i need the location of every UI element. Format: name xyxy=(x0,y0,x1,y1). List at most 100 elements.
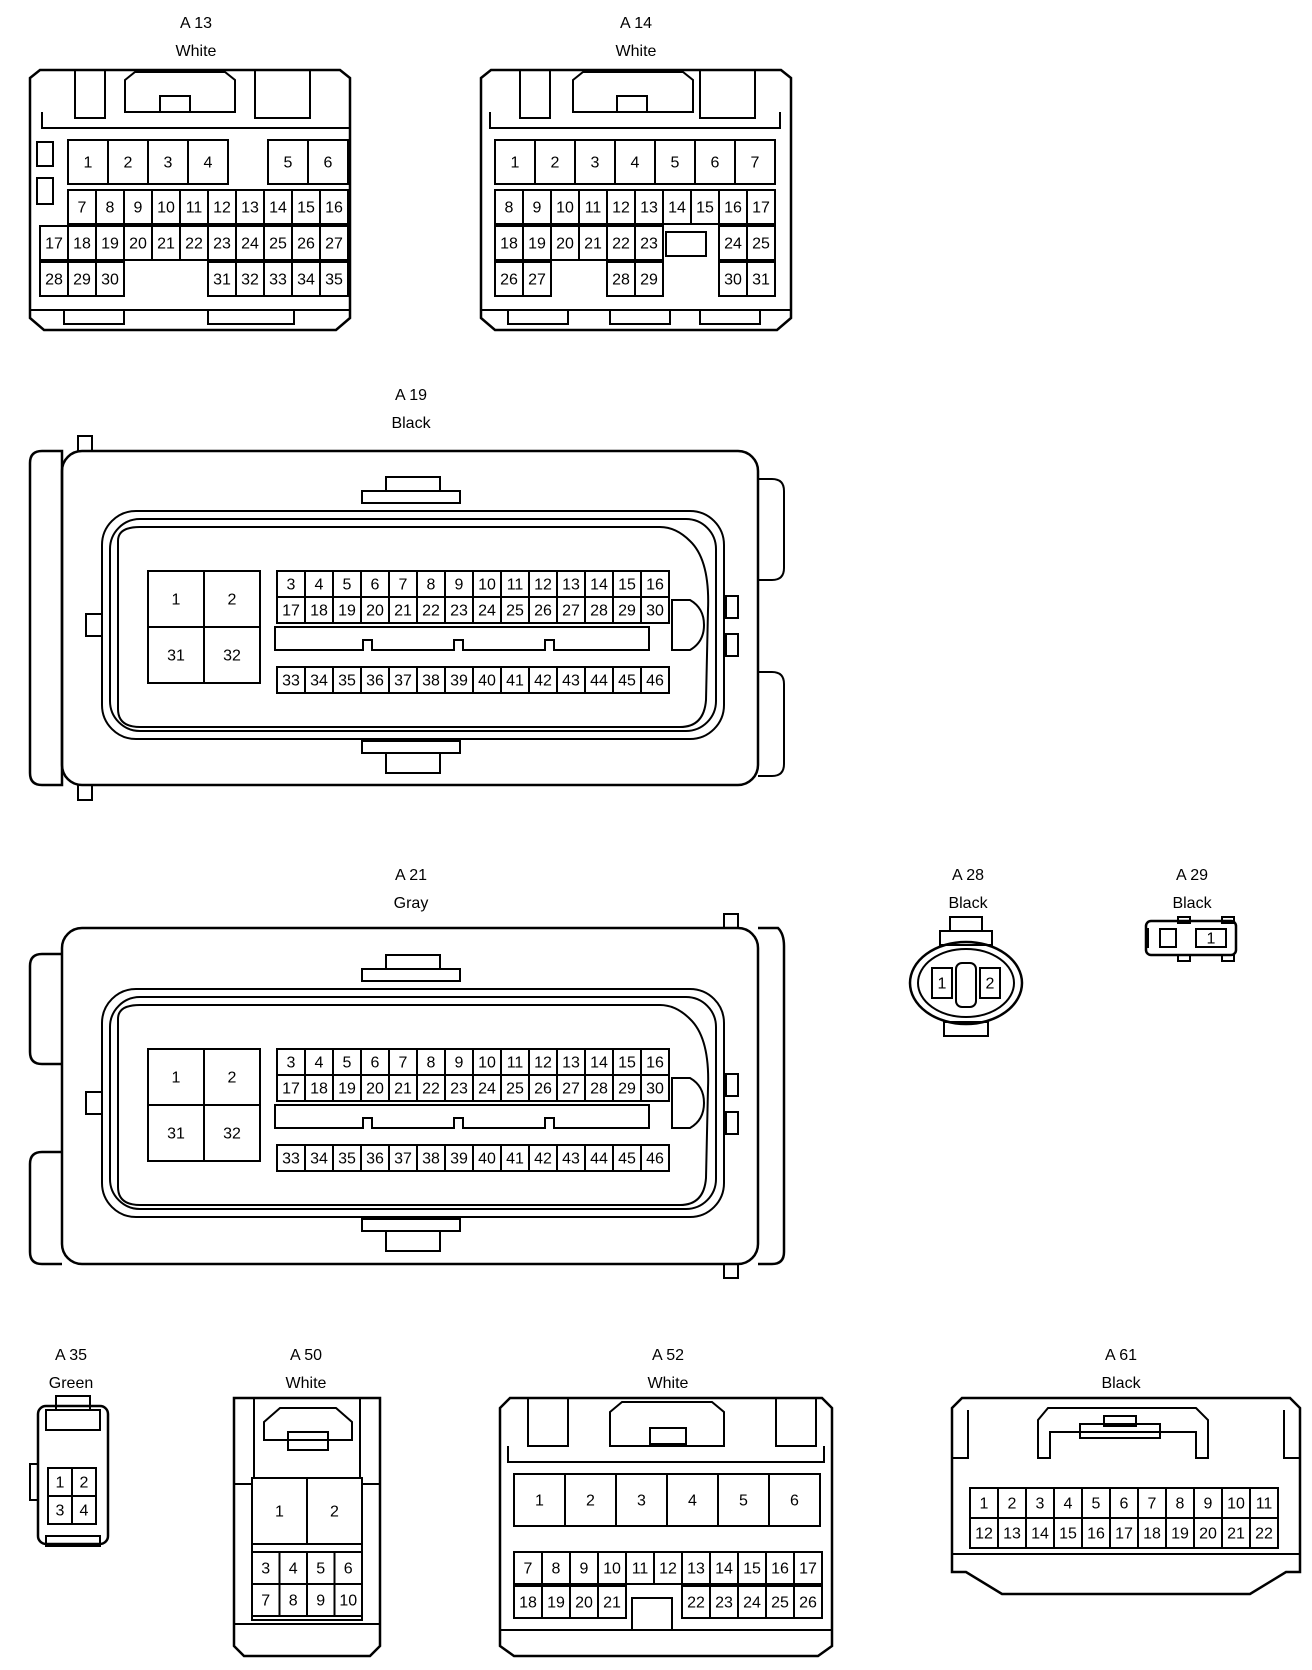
svg-text:5: 5 xyxy=(316,1561,325,1578)
a19-pin-10: 10 xyxy=(472,570,502,598)
svg-text:43: 43 xyxy=(562,673,580,690)
svg-text:21: 21 xyxy=(584,236,602,253)
a21-pin-37: 37 xyxy=(388,1144,418,1172)
svg-text:9: 9 xyxy=(455,1055,464,1072)
svg-text:16: 16 xyxy=(325,200,343,217)
a13-pin-18: 18 xyxy=(67,225,97,261)
a50-pin-9: 9 xyxy=(306,1583,336,1617)
a52-pin-7: 7 xyxy=(513,1551,543,1585)
svg-text:23: 23 xyxy=(450,1081,468,1098)
a14-pin-13: 13 xyxy=(634,189,664,225)
a21-pin-31: 31 xyxy=(147,1104,205,1162)
a21-code: A 21 xyxy=(394,867,428,884)
svg-text:16: 16 xyxy=(646,577,664,594)
a35-pin-2: 2 xyxy=(71,1467,97,1497)
a61-pin-12: 12 xyxy=(969,1517,999,1549)
a28-housing xyxy=(908,916,1024,1037)
a21-pin-43: 43 xyxy=(556,1144,586,1172)
svg-text:17: 17 xyxy=(752,200,770,217)
svg-text:8: 8 xyxy=(427,577,436,594)
a21-housing xyxy=(28,913,786,1279)
a19-pin-21: 21 xyxy=(388,596,418,624)
svg-text:35: 35 xyxy=(338,673,356,690)
a21-pin-34: 34 xyxy=(304,1144,334,1172)
svg-text:34: 34 xyxy=(310,1151,328,1168)
svg-text:9: 9 xyxy=(134,200,143,217)
svg-text:30: 30 xyxy=(101,272,119,289)
a21-pin-17: 17 xyxy=(276,1074,306,1102)
svg-text:12: 12 xyxy=(534,577,552,594)
a52-pin-11: 11 xyxy=(625,1551,655,1585)
a19-pin-2: 2 xyxy=(203,570,261,628)
a19-pin-1: 1 xyxy=(147,570,205,628)
svg-text:12: 12 xyxy=(975,1526,993,1543)
svg-text:13: 13 xyxy=(640,200,658,217)
svg-text:7: 7 xyxy=(751,155,760,172)
svg-text:46: 46 xyxy=(646,1151,664,1168)
svg-text:35: 35 xyxy=(325,272,343,289)
svg-text:44: 44 xyxy=(590,1151,608,1168)
svg-text:25: 25 xyxy=(506,603,524,620)
svg-text:1: 1 xyxy=(1207,931,1216,948)
a61-pin-4: 4 xyxy=(1053,1487,1083,1519)
a13-color: White xyxy=(175,43,217,60)
a14-pin-23: 23 xyxy=(634,225,664,261)
a61-pin-15: 15 xyxy=(1053,1517,1083,1549)
a21-pin-29: 29 xyxy=(612,1074,642,1102)
a50-housing xyxy=(232,1396,382,1658)
a14-pin-8: 8 xyxy=(494,189,524,225)
a13-pin-13: 13 xyxy=(235,189,265,225)
svg-text:2: 2 xyxy=(80,1475,89,1492)
a13-label: A 13 White xyxy=(116,10,276,66)
svg-text:43: 43 xyxy=(562,1151,580,1168)
svg-text:14: 14 xyxy=(269,200,287,217)
a21-pin-41: 41 xyxy=(500,1144,530,1172)
a14-pin-2: 2 xyxy=(534,139,576,185)
svg-text:25: 25 xyxy=(506,1081,524,1098)
svg-text:5: 5 xyxy=(343,577,352,594)
svg-text:31: 31 xyxy=(167,1126,185,1143)
a19-pin-14: 14 xyxy=(584,570,614,598)
svg-text:28: 28 xyxy=(590,1081,608,1098)
a21-pin-25: 25 xyxy=(500,1074,530,1102)
svg-text:10: 10 xyxy=(556,200,574,217)
a50-code: A 50 xyxy=(289,1347,323,1364)
svg-text:32: 32 xyxy=(223,648,241,665)
a52-pin-12: 12 xyxy=(653,1551,683,1585)
a13-pin-9: 9 xyxy=(123,189,153,225)
a52-pin-9: 9 xyxy=(569,1551,599,1585)
svg-text:17: 17 xyxy=(45,236,63,253)
svg-text:14: 14 xyxy=(590,577,608,594)
svg-text:24: 24 xyxy=(724,236,742,253)
a35-pin-4: 4 xyxy=(71,1495,97,1525)
a52-pin-21: 21 xyxy=(597,1585,627,1619)
a50-pin-3: 3 xyxy=(251,1551,281,1585)
svg-text:25: 25 xyxy=(752,236,770,253)
a14-pin-25: 25 xyxy=(746,225,776,261)
svg-text:6: 6 xyxy=(711,155,720,172)
a21-pin-14: 14 xyxy=(584,1048,614,1076)
svg-text:1: 1 xyxy=(172,592,181,609)
a52-pin-2: 2 xyxy=(564,1473,617,1527)
a19-pin-46: 46 xyxy=(640,666,670,694)
svg-text:15: 15 xyxy=(297,200,315,217)
svg-text:27: 27 xyxy=(562,1081,580,1098)
a14-pin-26: 26 xyxy=(494,261,524,297)
svg-text:23: 23 xyxy=(213,236,231,253)
a35-pin-3: 3 xyxy=(47,1495,73,1525)
svg-text:17: 17 xyxy=(282,1081,300,1098)
svg-text:16: 16 xyxy=(724,200,742,217)
a13-pin-25: 25 xyxy=(263,225,293,261)
svg-text:9: 9 xyxy=(1204,1496,1213,1513)
a19-housing xyxy=(28,435,785,801)
svg-text:19: 19 xyxy=(547,1595,565,1612)
svg-text:2: 2 xyxy=(986,976,995,993)
svg-text:5: 5 xyxy=(739,1493,748,1510)
svg-text:26: 26 xyxy=(799,1595,817,1612)
svg-text:1: 1 xyxy=(84,155,93,172)
a52-pin-6: 6 xyxy=(768,1473,821,1527)
a14-pin-3: 3 xyxy=(574,139,616,185)
a52-pin-23: 23 xyxy=(709,1585,739,1619)
svg-text:37: 37 xyxy=(394,673,412,690)
a19-pin-3: 3 xyxy=(276,570,306,598)
